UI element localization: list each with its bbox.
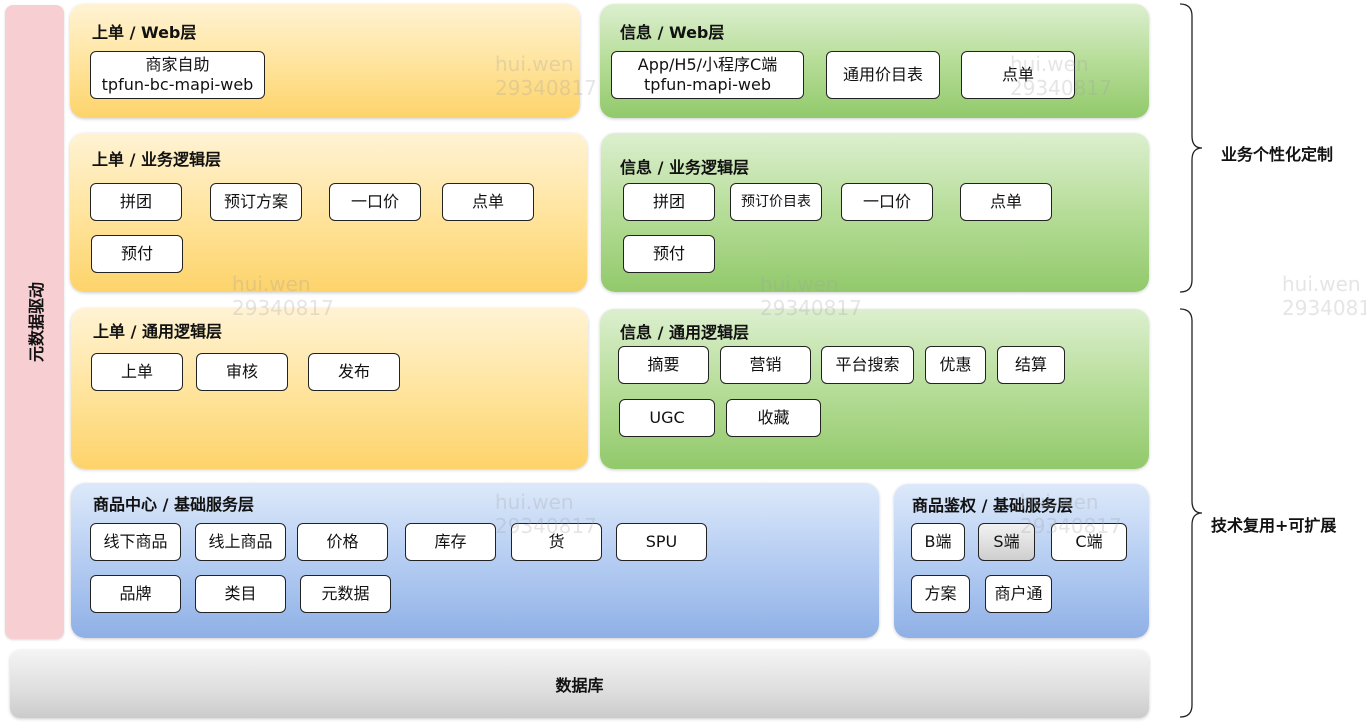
logic-box: 预订价目表 [730,183,822,221]
service-box: SPU [616,523,707,561]
product-center-panel: 商品中心 / 基础服务层 线下商品 线上商品 价格 库存 货 SPU 品牌 类目… [71,483,879,638]
logic-box: 点单 [960,183,1052,221]
brace-label-top: 业务个性化定制 [1221,145,1334,164]
logic-box: 点单 [442,183,534,221]
panel-title: 上单 / 通用逻辑层 [93,322,222,341]
bottom-right-brace [1179,308,1203,718]
brace-label-bottom: 技术复用+可扩展 [1211,516,1337,535]
sidebar-label: 元数据驱动 [26,281,46,363]
logic-box: 营销 [720,346,811,384]
metadata-driven-sidebar: 元数据驱动 [5,5,64,639]
logic-box: 拼团 [90,183,182,221]
service-box: 价格 [297,523,388,561]
service-box: 类目 [195,575,286,613]
logic-box: 预订方案 [210,183,302,221]
logic-box: 一口价 [329,183,421,221]
logic-box: 审核 [196,353,288,391]
info-business-logic-panel: 信息 / 业务逻辑层 拼团 预订价目表 一口价 点单 预付 [601,133,1149,292]
logic-box: 收藏 [726,399,821,437]
service-box: 货 [511,523,602,561]
top-right-brace [1179,3,1203,293]
auth-box: S端 [978,523,1035,561]
order-common-logic-panel: 上单 / 通用逻辑层 上单 审核 发布 [71,308,588,469]
service-box: 线下商品 [90,523,181,561]
info-web-layer-panel: 信息 / Web层 App/H5/小程序C端 tpfun-mapi-web 通用… [600,4,1149,118]
panel-title: 商品中心 / 基础服务层 [93,495,254,514]
merchant-self-service-box: 商家自助 tpfun-bc-mapi-web [90,51,265,99]
service-box: 库存 [405,523,496,561]
auth-box: 方案 [911,575,970,613]
panel-title: 信息 / 业务逻辑层 [620,158,749,177]
logic-box: 发布 [308,353,400,391]
logic-box: 上单 [91,353,183,391]
auth-box: 商户通 [985,575,1052,613]
order-box: 点单 [961,51,1075,99]
database-layer: 数据库 [10,650,1149,718]
service-box: 品牌 [90,575,181,613]
panel-title: 上单 / 业务逻辑层 [92,150,221,169]
service-box: 元数据 [300,575,391,613]
logic-box: 预付 [623,235,715,273]
logic-box: UGC [619,399,715,437]
logic-box: 摘要 [618,346,709,384]
product-auth-panel: 商品鉴权 / 基础服务层 B端 S端 C端 方案 商户通 [894,484,1149,638]
panel-title: 上单 / Web层 [92,23,197,42]
logic-box: 预付 [91,235,183,273]
logic-box: 优惠 [925,346,986,384]
auth-box: C端 [1051,523,1127,561]
logic-box: 一口价 [841,183,933,221]
auth-box: B端 [911,523,965,561]
order-business-logic-panel: 上单 / 业务逻辑层 拼团 预订方案 一口价 点单 预付 [70,133,587,292]
panel-title: 信息 / 通用逻辑层 [620,323,749,342]
logic-box: 平台搜索 [821,346,914,384]
panel-title: 商品鉴权 / 基础服务层 [912,496,1073,515]
database-label: 数据库 [555,676,604,695]
price-list-box: 通用价目表 [826,51,940,99]
logic-box: 结算 [997,346,1065,384]
order-web-layer-panel: 上单 / Web层 商家自助 tpfun-bc-mapi-web [70,4,580,118]
panel-title: 信息 / Web层 [620,23,725,42]
info-common-logic-panel: 信息 / 通用逻辑层 摘要 营销 平台搜索 优惠 结算 UGC 收藏 [600,309,1149,469]
c-end-app-box: App/H5/小程序C端 tpfun-mapi-web [611,51,804,99]
logic-box: 拼团 [623,183,715,221]
service-box: 线上商品 [195,523,286,561]
